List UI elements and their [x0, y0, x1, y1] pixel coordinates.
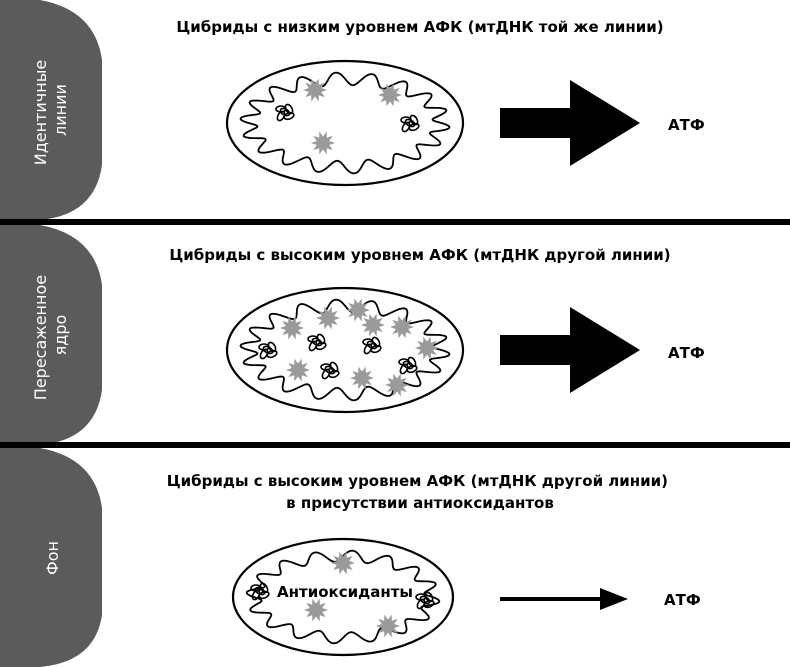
mtdna-knot-icon — [275, 103, 295, 122]
mtdna-knot-icon — [362, 336, 382, 355]
side-tab — [0, 225, 102, 445]
ros-star-icon — [331, 551, 355, 575]
mtdna-knot-icon — [398, 356, 418, 375]
side-tab-label: Идентичные линии — [31, 55, 70, 166]
side-tab-label: Пересаженное ядро — [31, 270, 70, 400]
ros-star-icon — [376, 614, 400, 638]
antioxidants-label: Антиоксиданты — [277, 583, 413, 601]
side-tab — [0, 0, 102, 220]
ros-star-icon — [286, 358, 310, 382]
atp-arrow-icon — [500, 307, 640, 393]
ros-star-icon — [361, 313, 385, 337]
ros-star-icon — [303, 78, 327, 102]
panel-title: Цибриды с высоким уровнем АФК (мтДНК дру… — [167, 472, 674, 512]
atp-arrow-icon — [500, 588, 628, 610]
atp-label: АТФ — [664, 591, 701, 609]
panel-transplanted-nucleus: Пересаженное ядро Цибриды с высоким уров… — [0, 225, 705, 445]
ros-star-icon — [385, 373, 409, 397]
panel-title: Цибриды с высоким уровнем АФК (мтДНК дру… — [169, 246, 670, 264]
mtdna-knot-icon — [258, 341, 278, 360]
ros-star-icon — [378, 83, 402, 107]
mtdna-knot-icon — [307, 333, 327, 352]
mitochondrion — [225, 59, 465, 187]
ros-star-icon — [280, 316, 304, 340]
side-tab — [0, 448, 102, 667]
ros-star-icon — [304, 598, 328, 622]
panel-title: Цибриды с низким уровнем АФК (мтДНК той … — [176, 18, 663, 36]
atp-label: АТФ — [668, 116, 705, 134]
ros-star-icon — [346, 298, 370, 322]
mtdna-knot-icon — [415, 591, 435, 610]
atp-label: АТФ — [668, 344, 705, 362]
ros-star-icon — [390, 315, 414, 339]
mtdna-knot-icon — [320, 361, 340, 380]
mtdna-knot-icon — [400, 114, 420, 133]
mtdna-knot-icon — [250, 582, 270, 601]
atp-arrow-icon — [500, 80, 640, 166]
panel-background: Фон Цибриды с высоким уровнем АФК (мтДНК… — [0, 448, 701, 667]
panel-identical-lines: Идентичные линии Цибриды с низким уровне… — [0, 0, 705, 220]
ros-star-icon — [316, 306, 340, 330]
side-tab-label: Фон — [43, 541, 62, 575]
ros-star-icon — [415, 336, 439, 360]
ros-star-icon — [311, 131, 335, 155]
ros-star-icon — [350, 366, 374, 390]
